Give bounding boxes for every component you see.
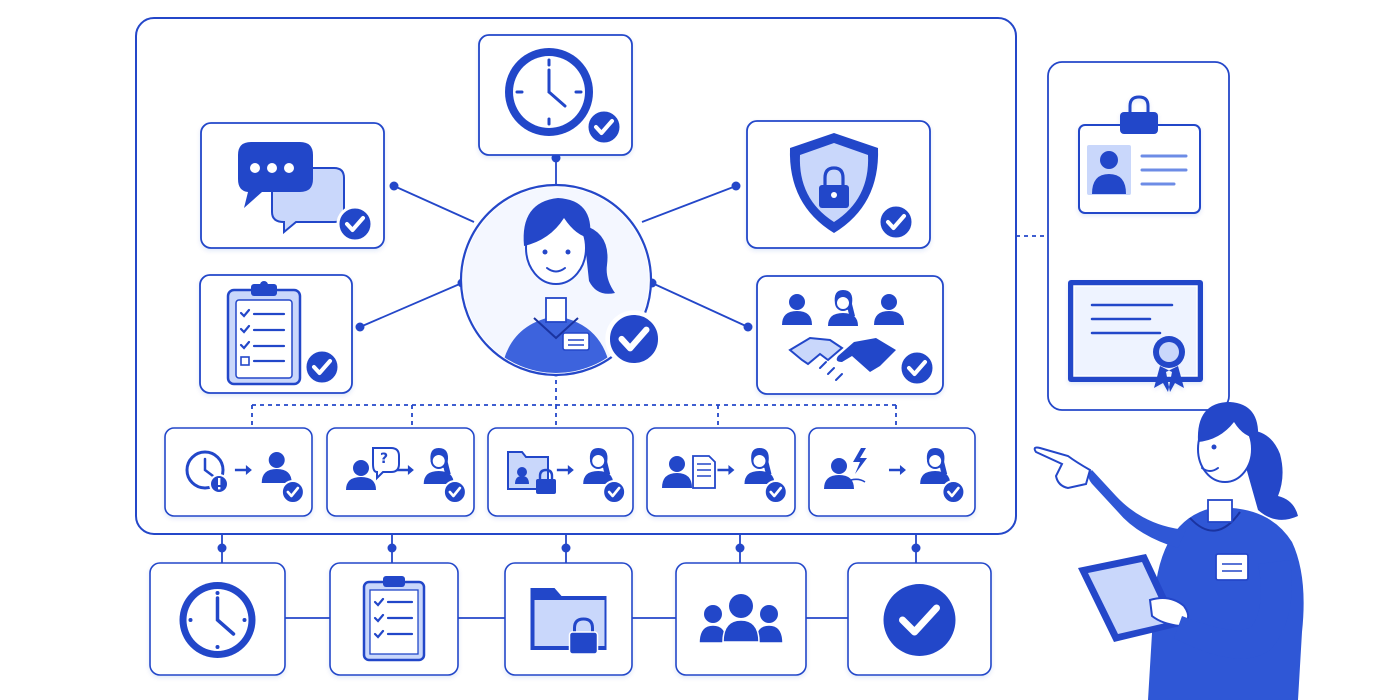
bottom-card-5 [847,562,992,676]
id-badge-icon [1078,95,1201,214]
process-step-1 [164,427,313,517]
check-circle-icon [883,584,956,656]
main-container [135,17,1017,535]
team-handshake-icon [782,289,904,381]
folder-lock-icon [507,451,556,494]
tablet-icon [1078,554,1180,642]
check-badge-icon [941,479,966,505]
hub-nurse [459,183,661,377]
nurse-avatar-icon [463,187,649,373]
check-badge-icon [608,313,661,366]
check-badge-icon [898,349,936,387]
top-card-chat [200,122,385,249]
bottom-card-4 [675,562,807,676]
top-card-clock [478,34,633,156]
clipboard-checklist-icon [362,576,426,662]
clock-icon [505,48,593,136]
person-question-icon: ? [346,447,400,490]
top-card-shield [746,120,931,249]
check-badge-icon [303,348,341,386]
process-step-5 [808,427,976,517]
check-badge-icon [442,479,468,505]
credentials-panel [1047,61,1230,411]
top-card-clipboard [199,274,353,394]
clipboard-checklist-icon [226,281,302,386]
shield-lock-icon [789,133,879,233]
folder-lock-icon [530,588,607,655]
check-badge-icon [280,479,306,505]
chat-bubbles-icon [238,142,345,235]
nurse-presenter-icon [1033,402,1304,700]
clock-alert-icon [185,450,229,494]
bottom-card-2 [329,562,459,676]
person-document-icon [662,455,716,489]
process-steps-row: ? [164,427,976,517]
bottom-card-3 [504,562,633,676]
check-badge-icon [336,205,374,243]
bottom-card-1 [149,562,286,676]
certificate-icon [1068,280,1203,392]
check-badge-icon [763,479,789,505]
process-step-4 [646,427,796,517]
team-group-icon [698,594,784,644]
clock-icon [179,582,256,658]
check-badge-icon [585,108,623,146]
bottom-summary-row [149,562,992,676]
check-badge-icon [877,203,915,241]
process-step-3 [487,427,634,517]
check-badge-icon [601,479,627,505]
process-step-2: ? [326,427,475,517]
svg-text:?: ? [380,451,388,467]
person-lightning-icon [824,448,867,489]
top-card-team [756,275,944,395]
